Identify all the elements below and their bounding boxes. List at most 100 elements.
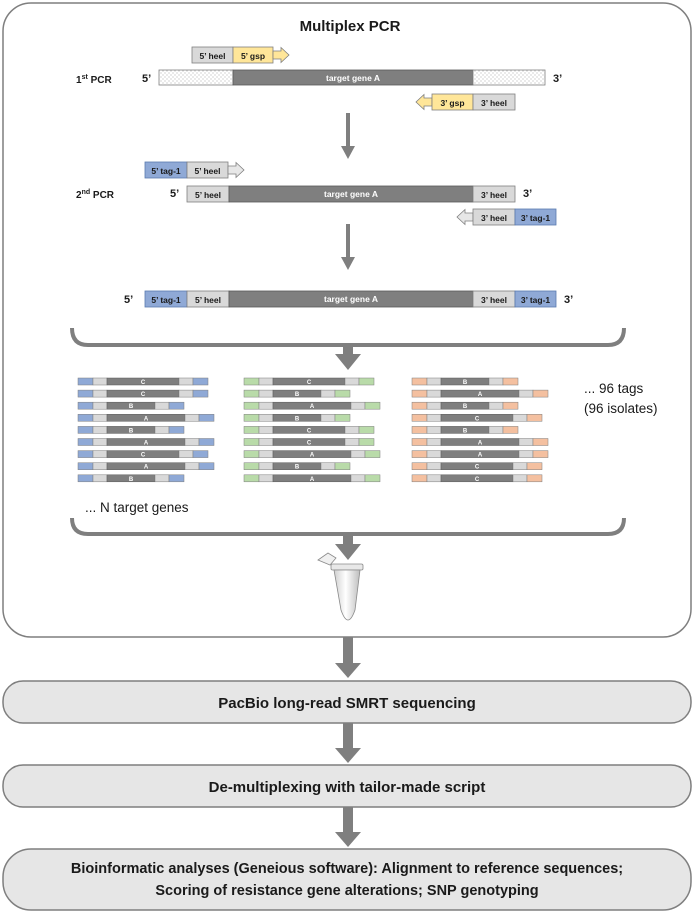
pool-amplicon: C bbox=[243, 438, 375, 447]
pool-amplicon: B bbox=[77, 474, 185, 483]
pool-amplicon: A bbox=[77, 462, 215, 471]
product-heel-5-label: 5’ heel bbox=[195, 295, 221, 305]
pcr2-heel-3 bbox=[472, 185, 516, 203]
amplicon-gene-label: B bbox=[129, 404, 134, 410]
pool-amplicon: A bbox=[243, 401, 381, 410]
amplicon-heel-5 bbox=[426, 462, 442, 470]
tags-count-line2: (96 isolates) bbox=[584, 401, 658, 416]
amplicon-gene-label: B bbox=[463, 404, 468, 410]
down-arrow-icon bbox=[335, 345, 361, 370]
amplicon-heel-3 bbox=[178, 450, 194, 458]
amplicon-heel-5 bbox=[92, 426, 108, 434]
pcr2-fwd-arrow-icon bbox=[227, 161, 245, 179]
amplicon-tag-5 bbox=[411, 377, 428, 386]
pcr2-fwd-heel-label: 5’ heel bbox=[195, 166, 221, 176]
amplicon-heel-3 bbox=[344, 426, 360, 434]
amplicon-tag-5 bbox=[411, 414, 428, 422]
pcr1-fwd-gsp-label: 5’ gsp bbox=[241, 51, 265, 61]
amplicon-heel-3 bbox=[518, 389, 534, 398]
amplicon-gene-label: A bbox=[310, 453, 315, 459]
amplicon-tag-5 bbox=[243, 377, 260, 386]
amplicon-tag-3 bbox=[502, 401, 519, 410]
amplicon-tag-5 bbox=[411, 474, 428, 483]
amplicon-tag-3 bbox=[192, 389, 209, 398]
amplicon-heel-5 bbox=[92, 414, 108, 422]
pool-amplicon: C bbox=[77, 377, 209, 386]
amplicon-heel-3 bbox=[320, 462, 336, 470]
amplicon-gene-label: A bbox=[478, 453, 483, 459]
amplicon-tag-5 bbox=[411, 401, 428, 410]
amplicon-heel-5 bbox=[92, 462, 108, 470]
amplicon-gene-label: A bbox=[144, 416, 149, 422]
amplicon-gene-label: C bbox=[141, 380, 146, 386]
amplicon-gene-label: C bbox=[307, 441, 312, 447]
amplicon-heel-5 bbox=[426, 389, 442, 398]
pool-amplicon: C bbox=[411, 414, 543, 422]
amplicon-heel-3 bbox=[154, 426, 170, 434]
amplicon-heel-3 bbox=[512, 414, 528, 422]
amplicon-gene-label: A bbox=[310, 477, 315, 483]
pool-amplicon: B bbox=[77, 426, 185, 434]
amplicon-gene-label: A bbox=[144, 465, 149, 471]
amplicon-tag-5 bbox=[243, 414, 260, 422]
amplicon-heel-5 bbox=[92, 438, 108, 446]
target-genes-count: ... N target genes bbox=[85, 500, 189, 515]
amplicon-heel-5 bbox=[426, 474, 442, 483]
amplicon-gene-label: B bbox=[463, 428, 468, 434]
amplicon-gene-label: B bbox=[295, 465, 300, 471]
pool-amplicon: B bbox=[243, 462, 351, 471]
down-arrow-icon bbox=[335, 723, 361, 763]
pcr2-fwd-tag-label: 5’ tag-1 bbox=[151, 166, 181, 176]
amplicon-tag-3 bbox=[526, 474, 543, 483]
amplicon-gene-label: C bbox=[475, 465, 480, 471]
amplicon-heel-5 bbox=[92, 450, 108, 458]
amplicon-gene-label: C bbox=[307, 428, 312, 434]
amplicon-heel-5 bbox=[258, 462, 274, 470]
pool-amplicon: C bbox=[411, 474, 543, 483]
pcr2-heel-3-label: 3’ heel bbox=[481, 190, 507, 200]
pool-amplicon: A bbox=[77, 414, 215, 422]
step-bioinformatics-line2: Scoring of resistance gene alterations; … bbox=[155, 883, 538, 899]
pcr1-flank-right bbox=[472, 69, 546, 86]
amplicon-heel-3 bbox=[344, 377, 360, 386]
pcr1-label: 1st PCR bbox=[76, 74, 112, 86]
amplicon-heel-5 bbox=[258, 438, 274, 446]
amplicon-heel-3 bbox=[184, 462, 200, 470]
pool-amplicon: C bbox=[411, 462, 543, 471]
pcr1-rev-arrow-icon bbox=[415, 93, 433, 111]
pcr2-rev-tag bbox=[514, 208, 557, 226]
amplicon-gene-label: A bbox=[144, 441, 149, 447]
down-arrow-icon bbox=[341, 113, 355, 159]
amplicon-heel-3 bbox=[184, 414, 200, 422]
amplicon-heel-5 bbox=[426, 414, 442, 422]
amplicon-tag-3 bbox=[358, 438, 375, 446]
pool-amplicon: C bbox=[243, 377, 375, 386]
panel-title: Multiplex PCR bbox=[300, 18, 401, 35]
pool-amplicon: B bbox=[411, 426, 519, 434]
step-demultiplexing-label: De-multiplexing with tailor-made script bbox=[209, 779, 486, 796]
amplicon-gene-label: B bbox=[463, 380, 468, 386]
amplicon-heel-5 bbox=[258, 474, 274, 483]
amplicon-tag-3 bbox=[358, 426, 375, 434]
amplicon-tag-5 bbox=[77, 389, 94, 398]
pcr1-flank-left bbox=[158, 69, 234, 86]
amplicon-heel-5 bbox=[426, 377, 442, 386]
amplicon-tag-5 bbox=[243, 450, 260, 458]
amplicon-heel-3 bbox=[350, 474, 366, 483]
amplicon-tag-3 bbox=[168, 474, 185, 483]
amplicon-heel-3 bbox=[488, 426, 504, 434]
amplicon-tag-5 bbox=[411, 426, 428, 434]
tube-icon bbox=[317, 552, 364, 621]
step-sequencing-label: PacBio long-read SMRT sequencing bbox=[218, 695, 476, 712]
amplicon-heel-5 bbox=[426, 438, 442, 446]
pcr2-rev-heel-label: 3’ heel bbox=[481, 213, 507, 223]
product-tag-3-label: 3’ tag-1 bbox=[521, 295, 551, 305]
amplicon-gene-label: B bbox=[295, 392, 300, 398]
amplicon-tag-3 bbox=[168, 426, 185, 434]
pool-amplicon: A bbox=[411, 389, 549, 398]
amplicon-gene-label: A bbox=[310, 404, 315, 410]
amplicon-heel-3 bbox=[512, 474, 528, 483]
amplicon-tag-3 bbox=[198, 462, 215, 470]
amplicon-tag-5 bbox=[77, 462, 94, 470]
pcr2-rev-arrow-icon bbox=[456, 208, 474, 226]
